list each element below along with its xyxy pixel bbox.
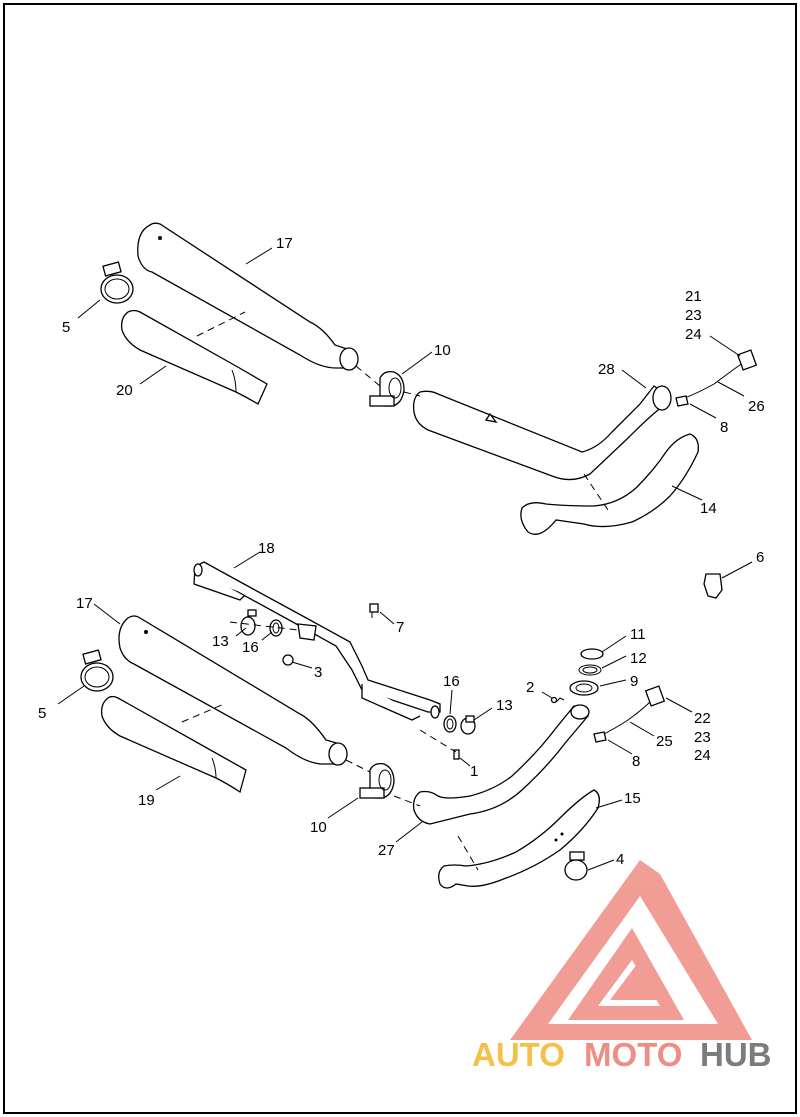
- upper-clamp-5: [100, 261, 134, 304]
- leader-lines: [57, 247, 753, 871]
- lower-head-pipe: [412, 704, 590, 825]
- callout-27: 27: [378, 842, 395, 859]
- callout-17-lower: 17: [76, 595, 93, 612]
- lower-o2-sensor: [593, 685, 666, 743]
- watermark-moto: MOTO: [584, 1036, 682, 1073]
- callout-22: 22: [694, 710, 711, 727]
- callout-14: 14: [700, 500, 717, 517]
- callout-17-upper: 17: [276, 235, 293, 252]
- upper-dashline-c: [403, 391, 421, 397]
- callout-20: 20: [116, 382, 133, 399]
- upper-head-pipe: [412, 385, 672, 481]
- callout-26: 26: [748, 398, 765, 415]
- callout-3: 3: [314, 664, 322, 681]
- clamp-13b: [460, 715, 476, 735]
- callout-12: 12: [630, 650, 647, 667]
- callout-9: 9: [630, 673, 638, 690]
- callout-16-right: 16: [443, 673, 460, 690]
- ring-16b: [443, 715, 457, 733]
- callout-8-lower: 8: [632, 753, 640, 770]
- upper-clamp-10: [369, 370, 405, 407]
- watermark-hub: HUB: [700, 1036, 772, 1073]
- callout-8-upper: 8: [720, 419, 728, 436]
- callout-11: 11: [630, 626, 646, 643]
- bolt-7: [369, 603, 379, 618]
- lower-heat-shield: [100, 695, 247, 794]
- callout-6: 6: [756, 549, 764, 566]
- lower-dashline-b: [345, 759, 371, 773]
- callout-25: 25: [656, 733, 673, 750]
- callout-19: 19: [138, 792, 155, 809]
- callout-13-right: 13: [496, 697, 513, 714]
- callout-10-upper: 10: [434, 342, 451, 359]
- clip-6: [703, 573, 723, 599]
- callout-23-upper: 23: [685, 307, 702, 324]
- lower-dashline-d: [229, 621, 299, 631]
- upper-dashline-d: [583, 473, 609, 511]
- gasket-12: [578, 664, 602, 676]
- callout-18: 18: [258, 540, 275, 557]
- callout-4: 4: [616, 851, 624, 868]
- callout-labels: 17 5 20 10 28 21 23 24 26 8 14 6 18 17 7…: [38, 235, 765, 868]
- lower-clamp-10: [359, 762, 395, 799]
- upper-heat-shield: [120, 309, 268, 405]
- upper-o2-sensor: [675, 349, 758, 407]
- callout-7: 7: [396, 619, 404, 636]
- callout-13-left: 13: [212, 633, 229, 650]
- lower-dashline-c: [393, 795, 421, 807]
- clamp-13a: [240, 609, 257, 636]
- gasket-11: [580, 648, 604, 660]
- clamp-4: [564, 851, 588, 881]
- callout-24-upper: 24: [685, 326, 702, 343]
- upper-muffler: [137, 222, 359, 371]
- lower-pipe-shield: [438, 789, 600, 889]
- callout-23-lower: 23: [694, 729, 711, 746]
- callout-2: 2: [526, 679, 534, 696]
- lower-dashline-a: [181, 703, 225, 723]
- lower-dashline-f: [457, 835, 479, 871]
- callout-5-upper: 5: [62, 319, 70, 336]
- callout-10-lower: 10: [310, 819, 327, 836]
- callout-21: 21: [685, 288, 702, 305]
- lower-muffler: [118, 615, 348, 766]
- watermark-text: AUTO MOTO HUB: [472, 1036, 772, 1073]
- callout-28: 28: [598, 361, 615, 378]
- upper-dashline-b: [355, 365, 381, 387]
- upper-pipe-shield: [520, 433, 699, 535]
- callout-15: 15: [624, 790, 641, 807]
- callout-1: 1: [470, 763, 478, 780]
- nut-3: [282, 654, 294, 666]
- lower-dashline-e: [419, 729, 457, 753]
- screw-1: [453, 749, 460, 760]
- upper-dashline-a: [196, 311, 246, 337]
- callout-16-left: 16: [242, 639, 259, 656]
- callout-24-lower: 24: [694, 747, 711, 764]
- lower-clamp-5: [80, 649, 114, 692]
- washer-2: [550, 696, 558, 704]
- diagram-border: [3, 3, 797, 1114]
- callout-5-lower: 5: [38, 705, 46, 722]
- flange-9: [569, 680, 599, 696]
- washer-lead: [555, 697, 565, 703]
- watermark-logo: [510, 860, 752, 1040]
- watermark-auto: AUTO: [472, 1036, 565, 1073]
- muffler-bracket: [193, 561, 441, 721]
